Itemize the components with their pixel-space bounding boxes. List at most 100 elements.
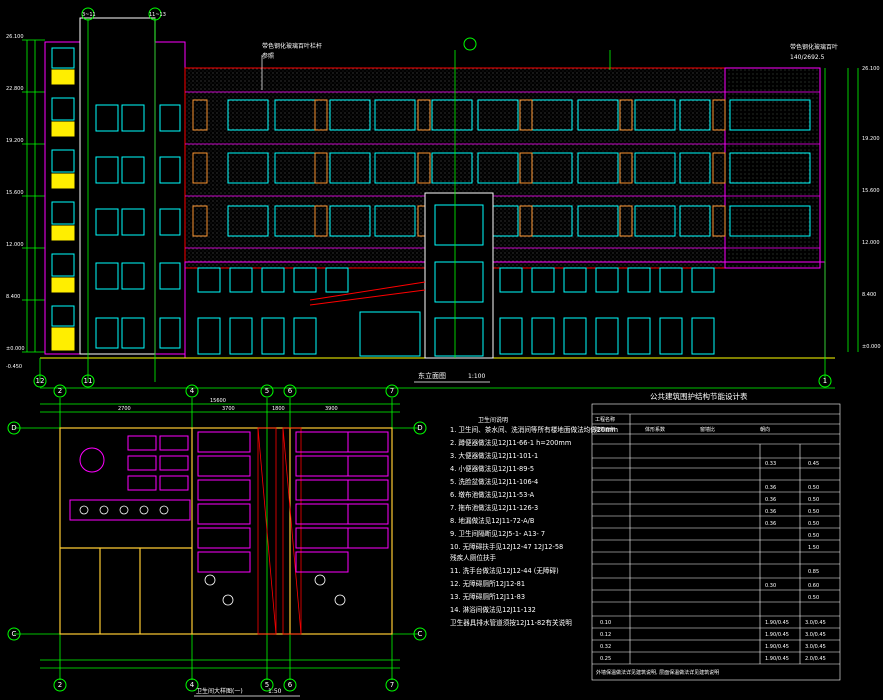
table-cell: 2.0/0.45 (805, 656, 826, 662)
table-cell: 3.0/0.45 (805, 620, 826, 626)
toilet-notes: 卫生间说明 1. 卫生间、茶水间、洗消间等所有楼地面做法均做20mm 2. 蹲便… (450, 416, 618, 627)
callout-label: 140/2692.5 (790, 54, 825, 61)
energy-table: 公共建筑围护结构节能设计表 (591, 391, 841, 681)
grid-label: 11 (84, 377, 93, 385)
grid-label: 4 (190, 681, 195, 689)
note-item: 卫生器具排水管道须按12J11-82有关说明 (450, 618, 572, 627)
table-header-cell: 朝向 (760, 426, 770, 433)
grid-label: 2 (58, 387, 62, 395)
dimension-text: 3700 (222, 406, 235, 412)
grid-label: 7 (390, 681, 394, 689)
level-label: 8.400 (6, 294, 20, 300)
grid-label: 6 (288, 387, 293, 395)
grid-label: D (11, 424, 16, 432)
table-cell: 0.50 (808, 533, 819, 539)
elevation-grid-lines (39, 18, 835, 389)
plan-grid-bubbles (7, 384, 427, 692)
level-label: -0.450 (6, 364, 22, 370)
level-label: 26.100 (6, 34, 24, 40)
table-cell: 0.50 (808, 509, 819, 515)
grid-label: 5 (265, 681, 269, 689)
left-dimension-chain (22, 39, 45, 353)
dimension-text: 1800 (272, 406, 285, 412)
table-cell: 0.45 (808, 461, 819, 467)
level-label: ±0.000 (6, 346, 25, 352)
level-label: 26.100 (862, 66, 880, 72)
facade-windows (227, 99, 811, 237)
dimension-text: 3900 (325, 406, 338, 412)
grid-label: C (418, 630, 423, 638)
table-cell: 0.36 (765, 497, 776, 503)
table-cell: 0.50 (808, 497, 819, 503)
table-footer: 外墙保温做法详见建筑说明, 层面保温做法详见建筑说明 (596, 669, 719, 676)
table-cell: 1.90/0.45 (765, 656, 789, 662)
elevation-title: 东立面图 (418, 371, 446, 380)
note-item: 5. 洗脸盆做法见12J11-106-4 (450, 477, 538, 486)
table-cell: 0.60 (808, 583, 819, 589)
toilet-plan: 2 4 5 6 7 2 4 5 6 7 D C D C 2700 3700 18… (7, 384, 427, 697)
grid-label: 7 (390, 387, 394, 395)
grid-label: D (417, 424, 422, 432)
level-label: 15.600 (862, 188, 880, 194)
table-header-cell: 窗墙比 (700, 426, 715, 433)
grid-label: 6 (288, 681, 293, 689)
table-cell: 0.50 (808, 595, 819, 601)
table-cell: 0.36 (765, 521, 776, 527)
level-label: 12.000 (6, 242, 24, 248)
note-item: 13. 无障碍厕所12J11-83 (450, 592, 525, 601)
note-item: 14. 淋浴间做法见12J11-132 (450, 605, 536, 614)
left-level-labels: 26.100 22.800 19.200 15.600 12.000 8.400… (6, 34, 25, 370)
left-stair-tower (44, 17, 186, 355)
note-item: 4. 小便器做法见12J11-89-5 (450, 464, 534, 473)
table-cell: 0.30 (765, 583, 776, 589)
callout-label: 带色钢化玻璃百叶栏杆 (262, 42, 322, 50)
note-item: 2. 蹲便器做法见12J11-66-1 h=200mm (450, 438, 571, 447)
table-values: 0.33 0.45 0.36 0.50 0.36 0.50 0.36 0.50 … (596, 461, 826, 676)
note-item: 1. 卫生间、茶水间、洗消间等所有楼地面做法均做20mm (450, 425, 618, 434)
table-title: 公共建筑围护结构节能设计表 (650, 391, 748, 401)
table-header-labels: 工程名称 建筑面积 体形系数 窗墙比 朝向 (595, 416, 770, 433)
grid-label: 1 (823, 377, 827, 385)
callout-label: 参照 (262, 52, 274, 60)
table-cell: 1.90/0.45 (765, 632, 789, 638)
dimension-text: 15600 (210, 398, 226, 404)
table-cell: 1.90/0.45 (765, 620, 789, 626)
sinks (79, 505, 346, 606)
grid-label: 2 (58, 681, 62, 689)
right-dimension-chain (847, 68, 859, 352)
level-label: 8.400 (862, 292, 876, 298)
table-cell: 1.50 (808, 545, 819, 551)
note-item: 12. 无障碍厕所12J12-81 (450, 579, 525, 588)
plan-scale: 1:50 (268, 688, 282, 695)
toilet-stalls (69, 431, 389, 573)
grid-label: 11~13 (149, 12, 166, 18)
level-label: 19.200 (6, 138, 24, 144)
entrance-portico (309, 192, 494, 359)
callout-label: 带色钢化玻璃百叶 (790, 43, 838, 51)
table-header-cell: 体形系数 (645, 426, 665, 433)
note-item: 11. 洗手台做法见12J12-44 (无障碍) (450, 566, 559, 575)
table-cell: 3.0/0.45 (805, 632, 826, 638)
note-item: 3. 大便器做法见12J11-101-1 (450, 451, 538, 460)
table-cell: 0.33 (765, 461, 776, 467)
note-item: 残疾人厕位扶手 (450, 553, 497, 562)
note-item: 8. 地漏做法见12J11-72-A/B (450, 516, 535, 525)
plan-dimension-lines (14, 398, 418, 680)
table-cell: 3.0/0.45 (805, 644, 826, 650)
elevation-grid-bubbles (33, 7, 832, 388)
table-cell: 0.50 (808, 485, 819, 491)
table-cell: 1.90/0.45 (765, 644, 789, 650)
level-label: 12.000 (862, 240, 880, 246)
grid-label: 3~11 (82, 12, 96, 18)
ground-floor-windows (197, 267, 715, 355)
level-label: 15.600 (6, 190, 24, 196)
elevation-scale: 1:100 (468, 373, 485, 380)
note-item: 6. 墩布池做法见12J11-53-A (450, 490, 535, 499)
note-item: 7. 拖布池做法见12J11-126-3 (450, 503, 538, 512)
east-elevation: 26.100 22.800 19.200 15.600 12.000 8.400… (6, 7, 881, 389)
grid-label: 12 (36, 377, 45, 385)
dimension-text: 2700 (118, 406, 131, 412)
notes-title: 卫生间说明 (478, 416, 508, 424)
plan-walls (59, 427, 393, 635)
louvers (192, 99, 726, 237)
